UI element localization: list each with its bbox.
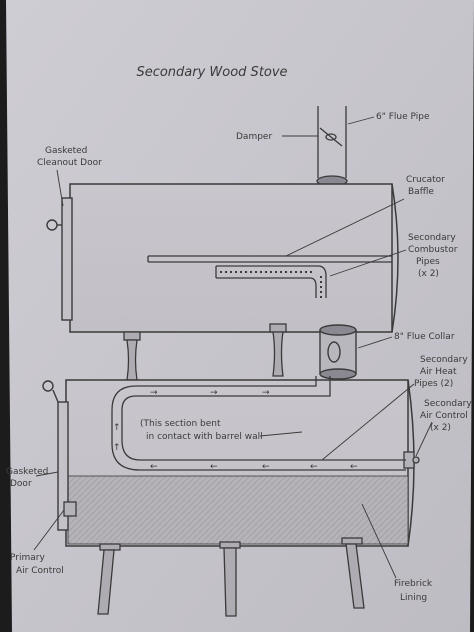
bent-section-label-2: in contact with barrel wall bbox=[146, 432, 263, 442]
primary-air-leader bbox=[33, 509, 65, 551]
secondary-air-heat-pipes bbox=[111, 376, 406, 471]
cleanout-door bbox=[46, 197, 73, 321]
lower-legs bbox=[97, 537, 365, 617]
cleanout-door-label-2: Cleanout Door bbox=[37, 158, 102, 168]
combustor-label-3: Pipes bbox=[416, 257, 440, 267]
baffle-leader bbox=[285, 198, 405, 257]
cleanout-door-leader bbox=[56, 169, 64, 207]
air-control-label-3: (x 2) bbox=[430, 423, 451, 433]
crucator-baffle bbox=[147, 255, 392, 263]
svg-text:→: → bbox=[210, 388, 218, 398]
firebrick-label-1: Firebrick bbox=[394, 579, 433, 589]
flue-pipe-leader bbox=[347, 116, 375, 125]
air-heat-label-1: Secondary bbox=[420, 355, 468, 365]
svg-text:←: ← bbox=[310, 462, 318, 472]
air-heat-label-2: Air Heat bbox=[420, 367, 457, 377]
secondary-combustor-pipes bbox=[215, 265, 327, 298]
svg-text:←: ← bbox=[150, 462, 158, 472]
firebrick-leader bbox=[361, 503, 397, 579]
air-control-label-2: Air Control bbox=[420, 411, 468, 421]
cleanout-door-label-1: Gasketed bbox=[45, 146, 87, 156]
svg-text:←: ← bbox=[210, 462, 218, 472]
diagram-title: Secondary Wood Stove bbox=[136, 65, 287, 80]
combustor-label-4: (x 2) bbox=[418, 269, 439, 279]
damper-plate bbox=[319, 127, 343, 147]
damper-label: Damper bbox=[236, 132, 272, 142]
firebrick-label-2: Lining bbox=[400, 593, 427, 603]
flue-collar-leader bbox=[357, 336, 393, 349]
baffle-label-1: Crucator bbox=[406, 175, 445, 185]
bent-section-label-1: (This section bent bbox=[140, 419, 221, 429]
bent-section-leader bbox=[259, 431, 303, 437]
svg-text:↑: ↑ bbox=[113, 443, 121, 453]
door-label-2: Door bbox=[10, 479, 32, 489]
flue-collar bbox=[319, 324, 357, 380]
baffle-label-2: Baffle bbox=[408, 187, 434, 197]
upper-barrel bbox=[69, 183, 399, 333]
door-leader bbox=[35, 471, 59, 477]
combustor-label-2: Combustor bbox=[408, 245, 458, 255]
flow-arrows: → → → ↑ ↑ ← ← ← ← ← bbox=[113, 388, 358, 472]
svg-text:→: → bbox=[262, 388, 270, 398]
primary-air-control bbox=[63, 501, 77, 517]
primary-air-label-1: Primary bbox=[10, 553, 45, 563]
primary-air-label-2: Air Control bbox=[16, 566, 64, 576]
svg-text:↑: ↑ bbox=[113, 423, 121, 433]
firebrick-lining bbox=[67, 475, 409, 545]
flue-pipe-label: 6" Flue Pipe bbox=[376, 112, 430, 122]
svg-text:←: ← bbox=[350, 462, 358, 472]
main-door bbox=[42, 380, 69, 531]
air-control-label-1: Secondary bbox=[424, 399, 472, 409]
svg-text:←: ← bbox=[262, 462, 270, 472]
flue-collar-label: 8" Flue Collar bbox=[394, 332, 455, 342]
svg-text:→: → bbox=[150, 388, 158, 398]
air-heat-leader bbox=[321, 383, 415, 461]
combustor-label-1: Secondary bbox=[408, 233, 456, 243]
air-heat-label-3: Pipes (2) bbox=[414, 379, 453, 389]
door-label-1: Gasketed bbox=[6, 467, 48, 477]
air-control-leader bbox=[415, 421, 433, 457]
combustor-leader bbox=[329, 249, 407, 277]
